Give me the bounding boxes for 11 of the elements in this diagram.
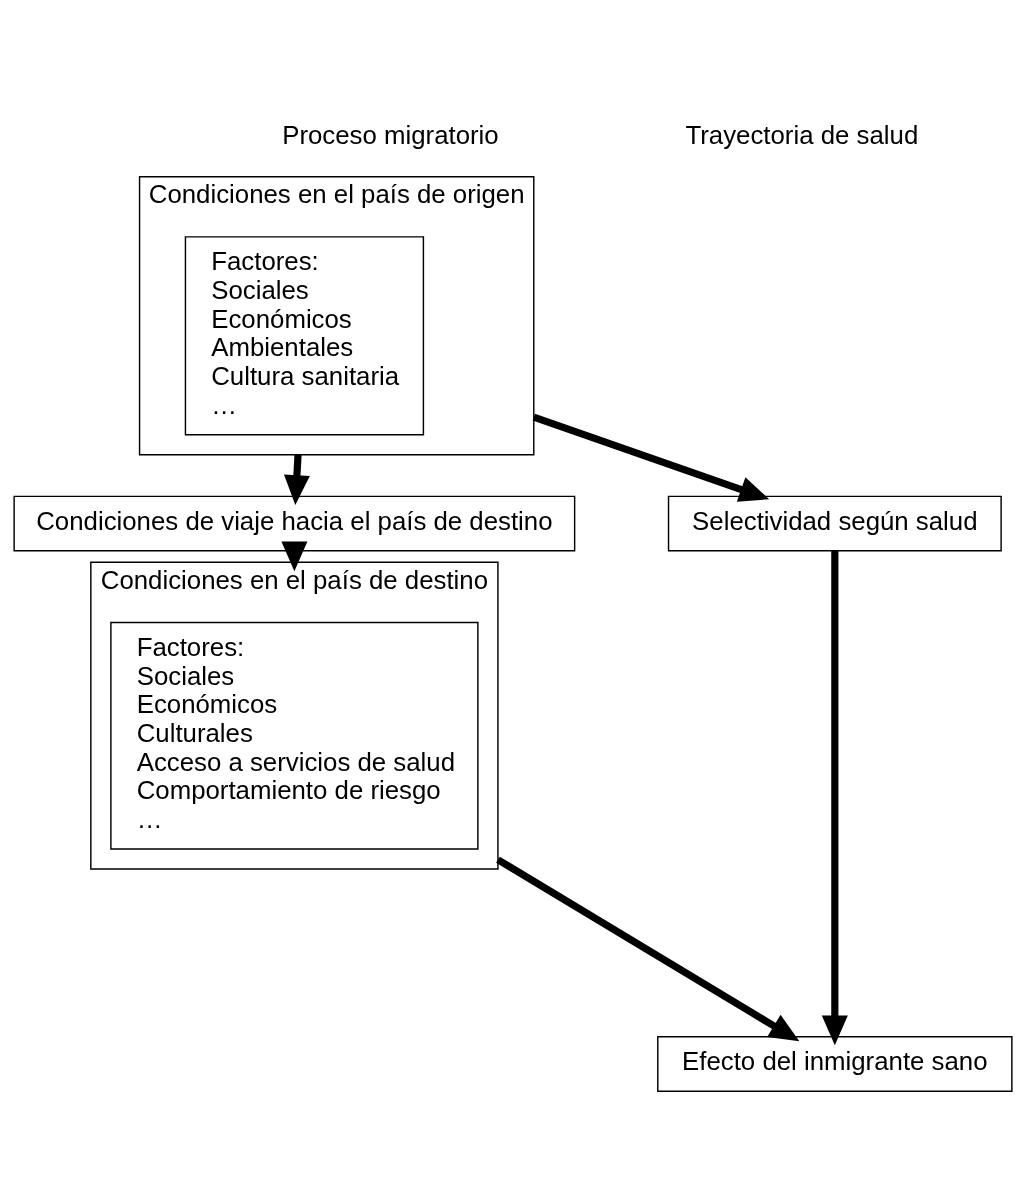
label: Trayectoria de salud bbox=[685, 121, 919, 150]
arrow bbox=[821, 550, 848, 1046]
arrow bbox=[496, 856, 800, 1042]
node-box: Selectividad según salud bbox=[667, 495, 1002, 552]
label: Proceso migratorio bbox=[282, 121, 499, 150]
node-box: Efecto del inmigrante sano bbox=[657, 1036, 1013, 1092]
node-box: Factores: Sociales Económicos Ambientales Cultura sanitaria … bbox=[184, 236, 425, 436]
arrow bbox=[283, 454, 310, 505]
node-box: Factores: Sociales Económicos Culturales Acceso a servicios de salud Comportamiento de riesgo … bbox=[110, 621, 479, 850]
arrow bbox=[281, 541, 308, 572]
arrow bbox=[532, 413, 770, 502]
